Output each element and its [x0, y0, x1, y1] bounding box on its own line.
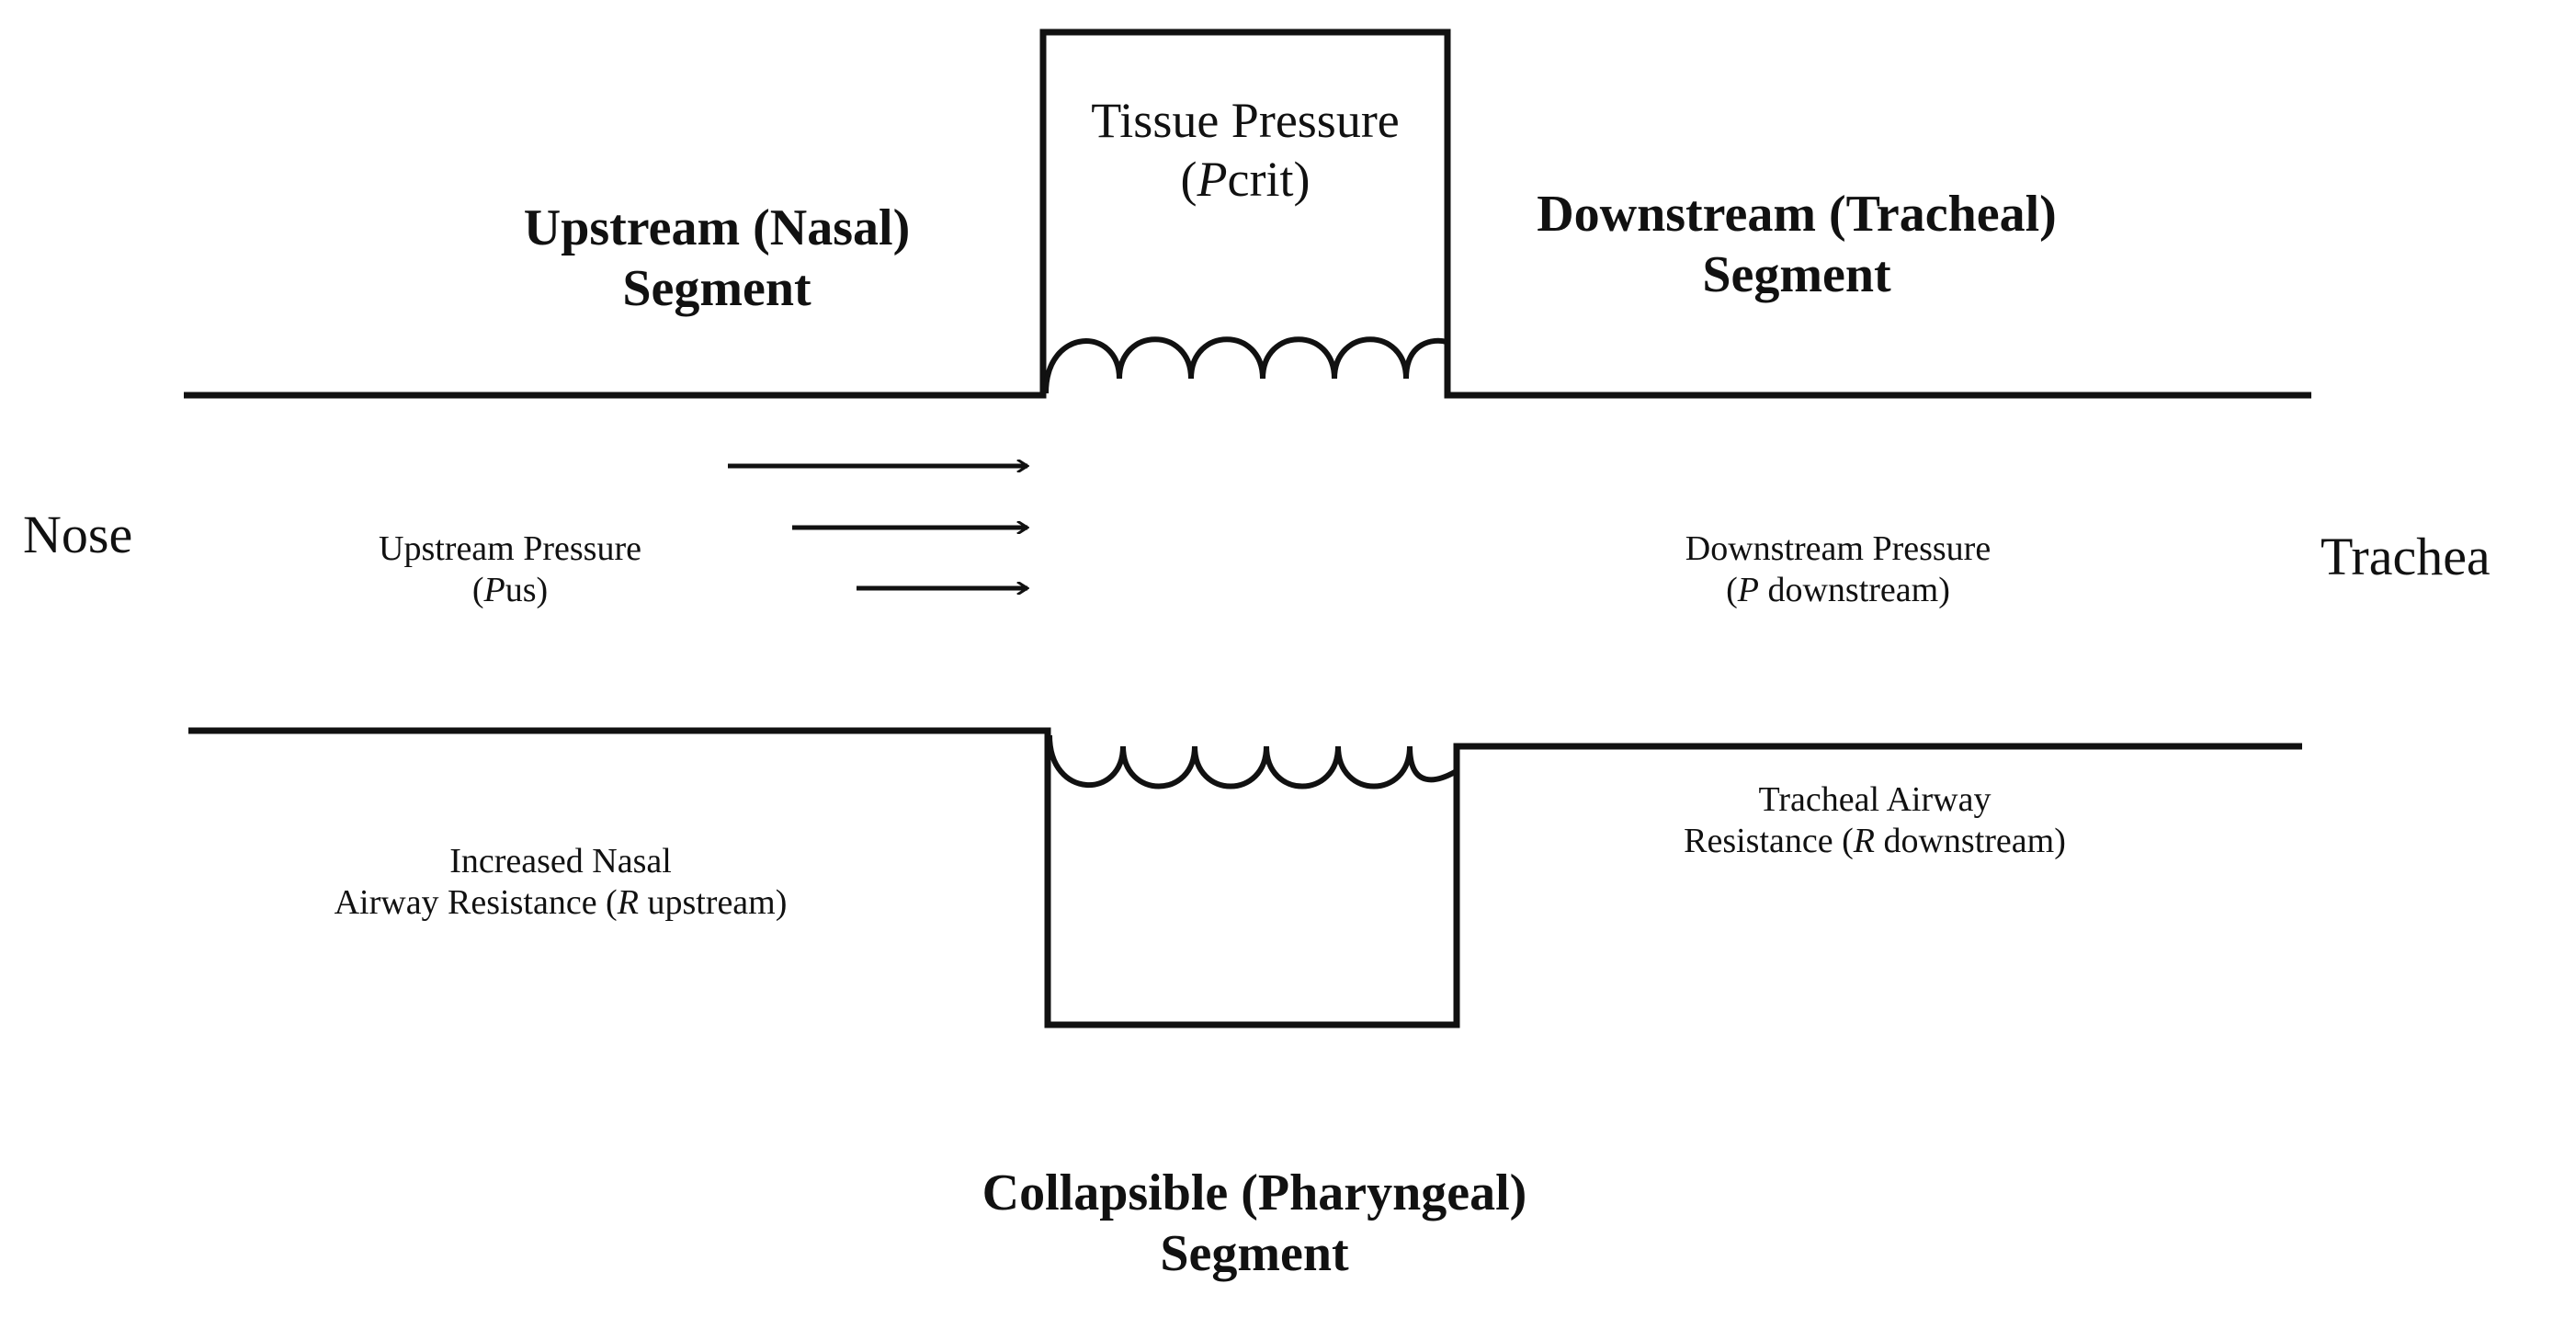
lower-airway-wall — [188, 727, 2302, 1028]
upstream-segment-label: Upstream (Nasal) Segment — [523, 199, 911, 318]
tracheal-airway-resistance-label: Tracheal Airway Resistance (R downstream… — [1684, 780, 2066, 860]
collapsible-segment-label: Collapsible (Pharyngeal) Segment — [982, 1164, 1527, 1283]
lower-pharyngeal-tissue-coil — [1047, 734, 1457, 789]
downstream-segment-label: Downstream (Tracheal) Segment — [1537, 186, 2057, 304]
upper-pharyngeal-tissue-coil — [1043, 336, 1447, 394]
upper-airway-wall — [184, 28, 2311, 399]
downstream-pressure-label: Downstream Pressure (P downstream) — [1685, 529, 1992, 609]
trachea-label: Trachea — [2321, 527, 2491, 586]
upstream-pressure-label: Upstream Pressure (Pus) — [379, 529, 641, 609]
tissue-pressure-label: Tissue Pressure (Pcrit) — [1091, 93, 1400, 207]
nasal-airway-resistance-label: Increased Nasal Airway Resistance (R ups… — [334, 842, 788, 922]
nose-label: Nose — [23, 505, 133, 564]
